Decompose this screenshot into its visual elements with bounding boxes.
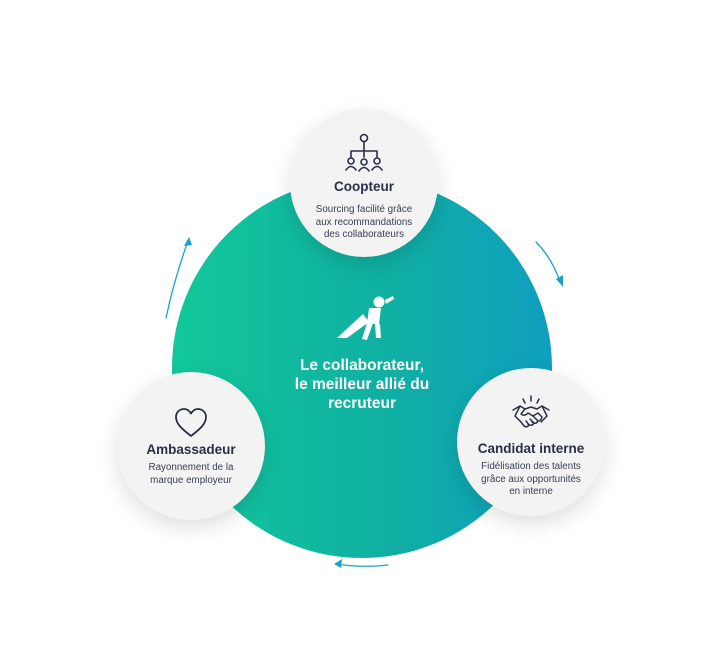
arrowhead-top-right	[556, 275, 563, 287]
node-title: Ambassadeur	[146, 442, 236, 457]
center-title: Le collaborateur, le meilleur allié du r…	[262, 356, 462, 413]
network-people-icon	[345, 133, 383, 172]
node-description-line: des collaborateurs	[323, 229, 405, 240]
superhero-icon	[337, 296, 394, 340]
node-description: Sourcing facilité grâce aux recommandati…	[290, 204, 438, 242]
arrowhead-bottom	[334, 559, 342, 568]
heart-icon	[175, 408, 207, 437]
handshake-icon	[512, 395, 550, 428]
node-description-line: marque employeur	[150, 474, 232, 486]
center-title-line: Le collaborateur,	[299, 357, 425, 374]
arrow-bottom	[335, 563, 389, 567]
center-title-line: le meilleur allié du	[294, 376, 430, 393]
node-description-line: Sourcing facilité grâce	[315, 204, 413, 215]
node-description: Fidélisation des talents grâce aux oppor…	[457, 461, 605, 499]
node-description-line: aux recommandations	[315, 216, 413, 228]
node-description-line: grâce aux opportunités	[481, 473, 581, 485]
node-description-line: Rayonnement de la	[148, 462, 234, 473]
node-title: Coopteur	[334, 179, 394, 194]
arrow-top-right	[535, 241, 561, 283]
node-description: Rayonnement de la marque employeur	[117, 462, 265, 487]
center-title-line: recruteur	[327, 395, 397, 412]
node-description-line: en interne	[509, 486, 553, 497]
node-ambassadeur: Ambassadeur Rayonnement de la marque emp…	[117, 372, 265, 520]
node-coopteur: Coopteur Sourcing facilité grâce aux rec…	[290, 109, 438, 257]
arrowhead-left	[184, 237, 192, 246]
node-candidat-interne: Candidat interne Fidélisation des talent…	[457, 368, 605, 516]
node-title: Candidat interne	[477, 441, 585, 456]
node-description-line: Fidélisation des talents	[481, 461, 581, 472]
arrow-left	[165, 240, 189, 319]
